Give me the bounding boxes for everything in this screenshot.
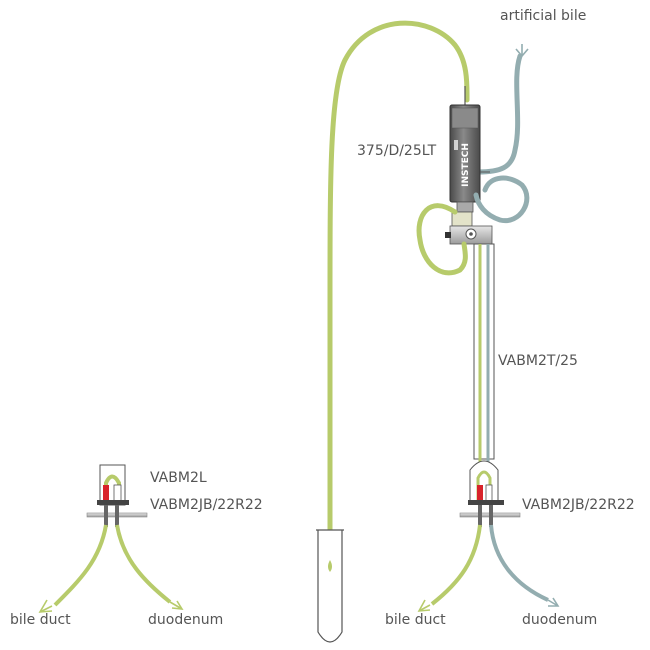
pump-lower-fitting (456, 201, 474, 213)
artificial-bile-arrow (515, 44, 529, 58)
label-left-cap: VABM2L (150, 470, 207, 486)
artificial-bile-tube (475, 53, 523, 175)
pump-brand: INSTECH (461, 143, 471, 187)
left-port-stub-1 (104, 505, 108, 527)
reservoir-test-tube (317, 530, 343, 643)
label-artificial-bile: artificial bile (500, 8, 587, 24)
label-right-base: VABM2JB/22R22 (522, 497, 635, 513)
right-assembly: INSTECH (416, 44, 560, 612)
left-duodenum-arrow (169, 600, 184, 610)
tether-tube (473, 243, 495, 460)
left-valve-clear (113, 484, 122, 502)
label-left-base: VABM2JB/22R22 (150, 497, 263, 513)
reservoir-line-tube (327, 20, 470, 558)
right-bile-duct-arrow (417, 599, 431, 612)
label-left-bile-duct: bile duct (10, 612, 71, 628)
label-tether: VABM2T/25 (498, 353, 578, 369)
left-port-stub-2 (115, 505, 119, 527)
pump-window (454, 140, 458, 150)
left-valve-red (103, 485, 109, 501)
reservoir-assembly (316, 20, 470, 643)
left-bile-duct-arrow (38, 599, 53, 613)
right-port-stub-1 (478, 505, 482, 527)
right-bile-duct-tube (430, 524, 482, 606)
clamp-screw-center (469, 232, 473, 236)
left-assembly (38, 464, 184, 613)
right-valve-red (477, 485, 483, 501)
label-left-duodenum: duodenum (148, 612, 224, 628)
right-duodenum-arrow (547, 597, 560, 607)
left-base-flange (97, 500, 129, 505)
left-cap-loop-tube (104, 474, 121, 500)
left-duodenum-tube (115, 524, 172, 604)
right-valve-clear (485, 484, 493, 502)
right-cap-housing (469, 460, 499, 505)
bile-drop (328, 560, 332, 572)
clamp-left-nub (445, 232, 451, 238)
pump-top-cap (451, 107, 479, 129)
label-right-bile-duct: bile duct (385, 612, 446, 628)
artificial-bile-loop (473, 175, 530, 224)
bile-loop-tube (416, 203, 468, 276)
right-duodenum-tube (489, 524, 549, 602)
right-cap-loop-tube (476, 470, 492, 500)
left-bile-duct-tube (53, 524, 108, 607)
label-right-duodenum: duodenum (522, 612, 598, 628)
right-base-flange (468, 500, 504, 505)
label-pump-model: 375/D/25LT (357, 143, 437, 159)
right-port-stub-2 (489, 505, 493, 527)
